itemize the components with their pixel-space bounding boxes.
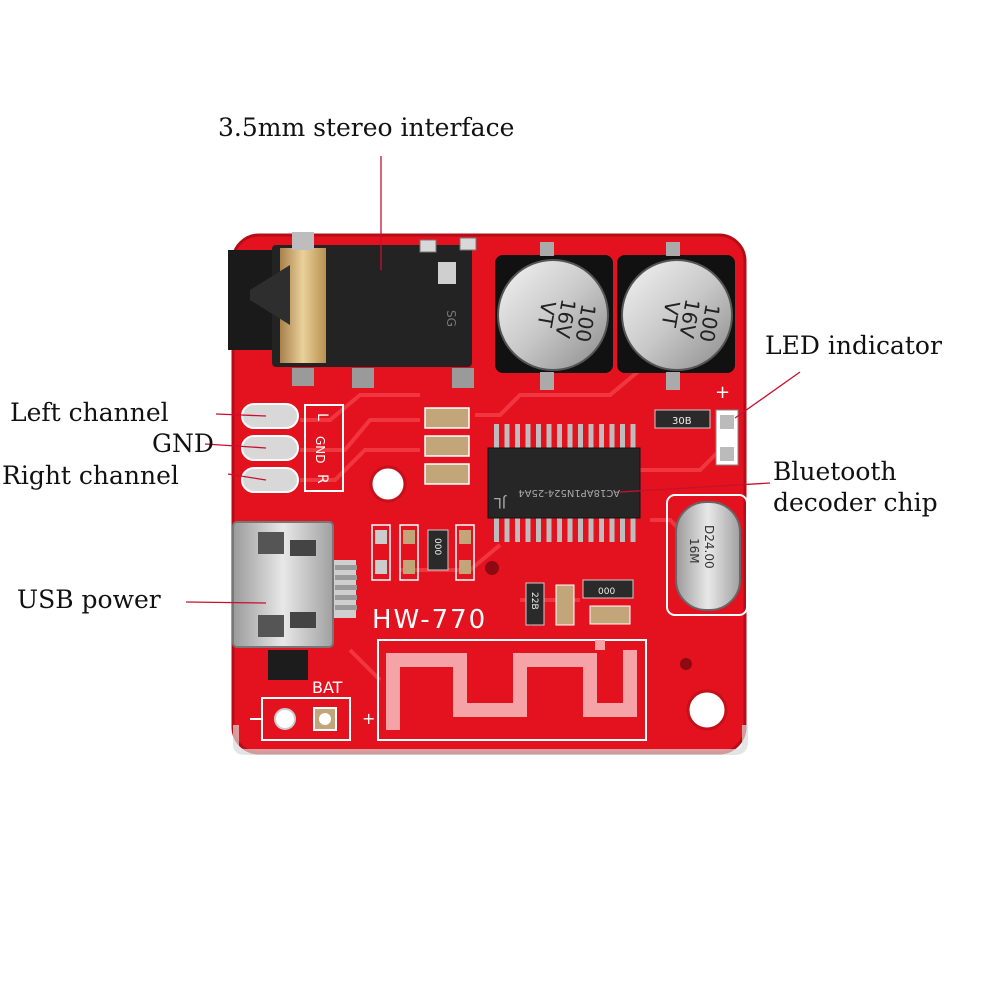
chip-pin bbox=[599, 516, 604, 542]
crystal-oscillator: D24.00 16M bbox=[666, 494, 748, 616]
pad-label-r: R bbox=[314, 474, 330, 484]
chip-pin bbox=[525, 516, 531, 542]
crystal-marking: D24.00 bbox=[702, 525, 716, 569]
smd-component bbox=[459, 237, 477, 251]
capacitor-marking: VT bbox=[656, 299, 684, 329]
chip-pin bbox=[525, 424, 531, 450]
via bbox=[485, 561, 499, 575]
capacitor-left: 100 16V VT bbox=[495, 242, 613, 390]
chip-pin bbox=[515, 516, 520, 542]
chip-logo: JL bbox=[494, 494, 507, 510]
label-right-channel: Right channel bbox=[2, 461, 179, 490]
chip-pin bbox=[504, 424, 510, 450]
pad-label-gnd: GND bbox=[313, 436, 327, 464]
smd-components-bottom: 000 000 22B bbox=[371, 524, 634, 626]
label-gnd: GND bbox=[152, 429, 214, 458]
chip-pin bbox=[578, 516, 583, 542]
chip-pin bbox=[630, 424, 636, 450]
chip-pin bbox=[536, 516, 541, 542]
pad-label-l: L bbox=[314, 413, 330, 421]
crystal-marking: 16M bbox=[687, 538, 701, 564]
smd-component bbox=[419, 239, 437, 253]
chip-pin bbox=[630, 516, 636, 542]
chip-pin bbox=[536, 424, 541, 450]
chip-pin bbox=[588, 516, 594, 542]
plus-mark: + bbox=[715, 382, 730, 403]
bluetooth-decoder-chip: JL AC18AP1N524-25A4 bbox=[487, 424, 641, 542]
model-silkscreen: HW-770 bbox=[372, 605, 487, 635]
audio-jack-3-5mm: SG bbox=[228, 232, 474, 388]
leader-usb-power bbox=[185, 601, 267, 604]
pcb-antenna bbox=[377, 639, 647, 741]
plus-mark: + bbox=[362, 709, 375, 728]
mounting-hole-bottom-right bbox=[686, 689, 728, 731]
pcb-board-edge bbox=[233, 725, 748, 755]
label-usb-power: USB power bbox=[17, 585, 161, 614]
label-left-channel: Left channel bbox=[10, 398, 169, 427]
leader-led-indicator bbox=[734, 371, 801, 419]
smd-components-left-of-chip bbox=[424, 407, 470, 485]
led-indicator-component bbox=[715, 409, 739, 466]
chip-pin bbox=[557, 424, 562, 450]
bat-silkscreen: BAT bbox=[312, 678, 343, 697]
chip-pin bbox=[494, 516, 499, 542]
audio-output-pads: L GND R bbox=[241, 403, 344, 493]
resistor-code: 000 bbox=[598, 587, 615, 597]
chip-pin bbox=[620, 424, 625, 450]
chip-pin bbox=[620, 516, 625, 542]
leader-right-channel bbox=[227, 473, 267, 481]
chip-pin bbox=[504, 516, 510, 542]
leader-gnd bbox=[204, 443, 267, 449]
battery-connector: BAT bbox=[250, 650, 351, 741]
chip-pin bbox=[599, 424, 604, 450]
chip-pin bbox=[515, 424, 520, 450]
chip-pin bbox=[567, 424, 573, 450]
capacitor-right: 100 16V VT bbox=[617, 242, 735, 390]
label-bluetooth-line-1: Bluetooth bbox=[773, 457, 897, 486]
chip-pin bbox=[546, 424, 552, 450]
leader-lines bbox=[185, 156, 801, 604]
resistor-30b: 30B bbox=[654, 409, 711, 429]
jack-marking: SG bbox=[444, 310, 458, 327]
resistor-code: 000 bbox=[432, 538, 442, 555]
leader-left-channel bbox=[215, 413, 267, 417]
resistor-code: 30B bbox=[672, 416, 692, 427]
chip-pin bbox=[546, 516, 552, 542]
chip-pin bbox=[578, 424, 583, 450]
label-stereo-interface: 3.5mm stereo interface bbox=[218, 113, 515, 142]
chip-pin bbox=[609, 516, 615, 542]
chip-pin bbox=[567, 516, 573, 542]
resistor-code: 22B bbox=[529, 592, 539, 610]
capacitor-marking: VT bbox=[532, 299, 560, 329]
label-led-indicator: LED indicator bbox=[765, 331, 942, 360]
chip-pin bbox=[609, 424, 615, 450]
label-bluetooth-decoder-chip: Bluetooth decoder chip bbox=[773, 456, 938, 519]
label-bluetooth-line-2: decoder chip bbox=[773, 488, 938, 518]
chip-pin bbox=[557, 516, 562, 542]
micro-usb-connector bbox=[232, 521, 357, 648]
via bbox=[680, 658, 692, 670]
chip-marking: AC18AP1N524-25A4 bbox=[518, 487, 620, 498]
leader-bluetooth-chip bbox=[619, 482, 771, 493]
mounting-hole-center bbox=[369, 465, 407, 503]
chip-pin bbox=[494, 424, 499, 450]
chip-pin bbox=[588, 424, 594, 450]
